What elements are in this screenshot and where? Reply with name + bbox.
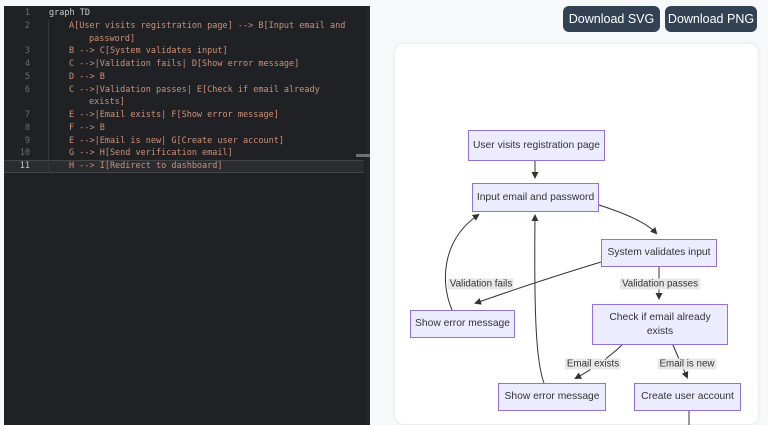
- code-line[interactable]: 9 E -->|Email is new| G[Create user accou…: [4, 135, 370, 148]
- code-text: F --> B: [69, 122, 105, 133]
- indent-guide: [48, 20, 49, 173]
- code-text: exists]: [89, 97, 125, 108]
- edge-label: Validation passes: [619, 278, 701, 290]
- flowchart-node-B: Input email and password: [472, 183, 599, 212]
- code-text: password]: [89, 33, 136, 44]
- code-text: E -->|Email exists| F[Show error message…: [69, 110, 279, 120]
- code-text: D --> B: [69, 71, 105, 82]
- code-text: G --> H[Send verification email]: [69, 148, 233, 159]
- code-text: C -->|Validation fails| D[Show error mes…: [69, 59, 300, 69]
- flowchart-node-C: System validates input: [601, 239, 717, 267]
- download-svg-button[interactable]: Download SVG: [563, 6, 660, 32]
- line-number: 5: [24, 71, 30, 82]
- line-number: 9: [24, 135, 30, 146]
- line-number: 8: [24, 122, 30, 133]
- code-editor[interactable]: 1 graph TD 2 A[User visits registration pag…: [4, 6, 370, 425]
- code-line[interactable]: 6 C -->|Validation passes| E[Check if ema…: [4, 84, 370, 97]
- line-number: [4, 96, 30, 109]
- line-number: 7: [24, 110, 30, 120]
- line-number: 11: [19, 161, 30, 171]
- line-number: 10: [19, 148, 30, 159]
- flowchart-edges: [444, 161, 690, 425]
- flowchart-node-D: Show error message: [410, 310, 515, 338]
- editor-rows: 1 graph TD 2 A[User visits registration pag…: [4, 7, 370, 173]
- code-line[interactable]: 2 A[User visits registration page] --> B[…: [4, 20, 370, 33]
- code-line[interactable]: 4 C -->|Validation fails| D[Show error me…: [4, 58, 370, 71]
- code-line[interactable]: 5 D --> B: [4, 71, 370, 84]
- code-line[interactable]: password]: [4, 33, 370, 46]
- line-number: [4, 33, 30, 46]
- code-text: B --> C[System validates input]: [69, 46, 228, 57]
- line-number: 2: [24, 20, 30, 31]
- code-line[interactable]: 10 G --> H[Send verification email]: [4, 147, 370, 160]
- code-line[interactable]: 7 E -->|Email exists| F[Show error messag…: [4, 109, 370, 122]
- flowchart-node-F: Show error message: [498, 383, 606, 411]
- scrollbar-cursor-marker: [356, 154, 370, 157]
- line-number: 3: [24, 46, 30, 57]
- code-line[interactable]: 1 graph TD: [4, 7, 370, 20]
- code-line[interactable]: exists]: [4, 96, 370, 109]
- flowchart-node-A: User visits registration page: [468, 130, 605, 161]
- code-line[interactable]: 3 B --> C[System validates input]: [4, 45, 370, 58]
- flowchart-node-E: Check if email already exists: [592, 304, 728, 345]
- editor-scrollbar[interactable]: [364, 6, 370, 425]
- line-number: 4: [24, 59, 30, 69]
- line-number: 6: [24, 84, 30, 95]
- edge-label: Email exists: [564, 358, 622, 370]
- code-text: H --> I[Redirect to dashboard]: [69, 161, 223, 171]
- code-text: C -->|Validation passes| E[Check if emai…: [69, 84, 320, 95]
- download-png-button[interactable]: Download PNG: [665, 6, 757, 32]
- line-number: 1: [24, 8, 30, 18]
- code-line[interactable]: 8 F --> B: [4, 122, 370, 135]
- edge-C-D: [474, 261, 602, 305]
- code-text: graph TD: [49, 8, 90, 18]
- edge-label: Email is new: [657, 358, 717, 370]
- edge-label: Validation fails: [447, 278, 515, 290]
- code-text: A[User visits registration page] --> B[I…: [69, 20, 346, 31]
- code-line[interactable]: 11 H --> I[Redirect to dashboard]: [4, 160, 370, 173]
- code-text: E -->|Email is new| G[Create user accoun…: [69, 135, 284, 146]
- edge-F-B: [531, 214, 545, 384]
- flowchart-node-G: Create user account: [634, 383, 741, 411]
- edge-D-B: [444, 213, 480, 311]
- edge-B-C: [598, 204, 658, 235]
